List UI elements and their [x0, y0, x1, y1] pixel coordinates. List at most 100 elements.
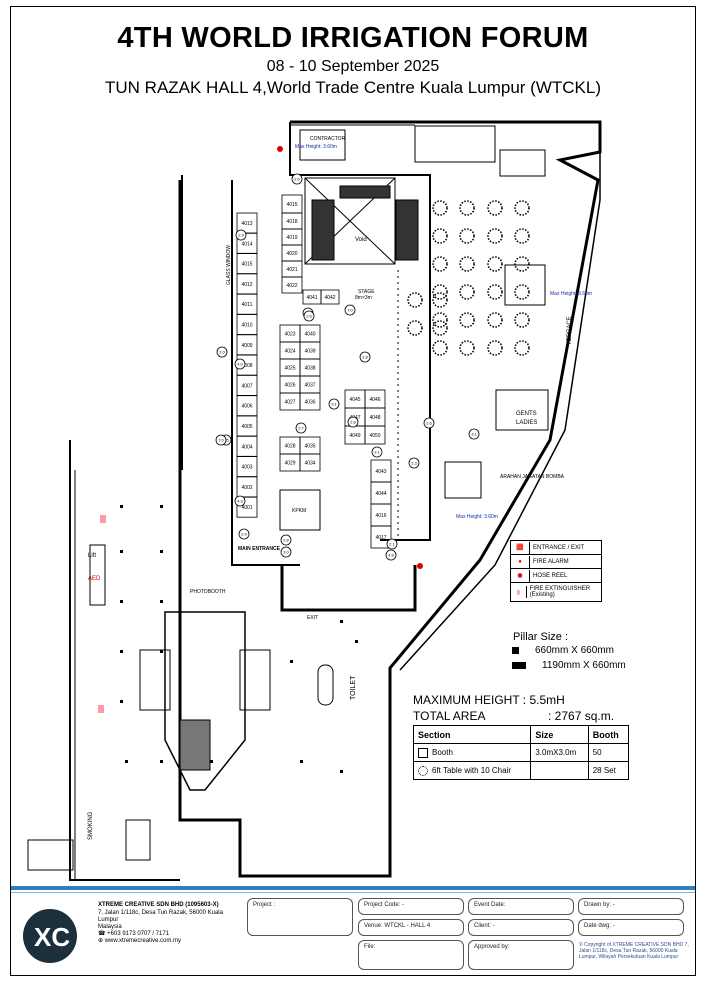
booth	[281, 276, 303, 294]
booth	[236, 496, 258, 518]
round-table	[432, 284, 448, 300]
pillar	[340, 620, 343, 623]
pillar-height: 3.1	[374, 450, 380, 455]
booth-number: 4029	[284, 461, 295, 467]
footer-divider-thin	[11, 892, 695, 893]
booth-number: 4003	[241, 465, 252, 471]
booth-number: 4010	[241, 323, 252, 329]
booth-number: 4027	[284, 400, 295, 406]
booth-number: 4005	[241, 424, 252, 430]
round-table	[459, 284, 475, 300]
booth-number: 4046	[369, 397, 380, 403]
pillar-marker	[303, 310, 315, 322]
pillar-height: 2.4	[241, 532, 247, 537]
fire-alarm-icon: ●	[511, 555, 530, 568]
smoking-label: SMOKING	[88, 811, 94, 840]
size-header: Size	[530, 725, 589, 744]
table-row: Booth 3.0mX3.0m 50	[412, 743, 630, 762]
file-box: File:	[358, 940, 464, 970]
round-table	[514, 200, 530, 216]
booth-number: 4036	[304, 400, 315, 406]
terrace-label: TERRACE	[567, 316, 573, 345]
max-height: MAXIMUM HEIGHT : 5.5mH	[413, 693, 565, 707]
booth	[299, 392, 321, 411]
project-box: Project :	[247, 898, 353, 936]
round-table	[514, 340, 530, 356]
booth-number: 4050	[369, 433, 380, 439]
stage-label: STAGE	[358, 289, 375, 295]
pillar-height: 2.6	[426, 421, 432, 426]
booth-number: 4034	[304, 461, 315, 467]
booth-number: 4007	[241, 383, 252, 389]
booth-number: 4001	[241, 505, 252, 511]
footer-divider	[11, 886, 695, 890]
round-table	[459, 200, 475, 216]
drawing-frame	[10, 6, 696, 976]
booth-number: 4039	[304, 349, 315, 355]
round-table	[459, 340, 475, 356]
pillar-marker	[468, 428, 480, 440]
max-height-2: Max Height: 3.60m	[550, 291, 592, 297]
booth-number: 4038	[304, 366, 315, 372]
legend-item: ◉HOSE REEL	[511, 569, 601, 583]
booth-number: 4049	[349, 433, 360, 439]
pillar-marker	[280, 546, 292, 558]
pillar-height: 2.7	[298, 426, 304, 431]
booth-number: 4018	[286, 219, 297, 225]
pillar-marker	[359, 351, 371, 363]
section-table: Section Size Booth Booth 3.0mX3.0m 50 6f…	[412, 725, 630, 780]
ladies-label: LADIES	[516, 420, 537, 426]
pillar-marker	[385, 549, 397, 561]
approved-box: Approved by:	[468, 940, 574, 970]
date-dwg-box: Date dwg: -	[578, 919, 684, 936]
booth-number: 4008	[241, 363, 252, 369]
booth-number: 4040	[304, 332, 315, 338]
booth	[299, 453, 321, 472]
round-table	[487, 284, 503, 300]
legend-item: ▮FIRE EXTINGUISHER (Existing)	[511, 583, 601, 601]
max-height-1: Max Height: 3.60m	[295, 144, 337, 150]
booth-number: 4023	[284, 332, 295, 338]
booth-number: 4044	[375, 491, 386, 497]
fire-extinguisher-icon	[100, 515, 106, 523]
pillar-height: 2.1	[389, 542, 395, 547]
booth-number: 4043	[375, 469, 386, 475]
pillar	[120, 700, 123, 703]
pillar	[355, 640, 358, 643]
pillar-marker	[408, 457, 420, 469]
booth-icon	[418, 747, 428, 758]
round-table	[487, 312, 503, 328]
round-table	[514, 284, 530, 300]
booth-number: 4017	[375, 535, 386, 541]
legend-item: 🟥ENTRANCE / EXIT	[511, 541, 601, 555]
round-table	[459, 256, 475, 272]
pillar-height: 3.0	[283, 550, 289, 555]
aed-label: AED	[88, 576, 101, 582]
booth-number: 4012	[241, 282, 252, 288]
booth-number: 4015	[241, 262, 252, 268]
round-table	[487, 256, 503, 272]
booth-header: Booth	[587, 725, 630, 744]
pillar	[300, 760, 303, 763]
client-box: Client: -	[468, 919, 574, 936]
round-table	[432, 340, 448, 356]
event-venue: TUN RAZAK HALL 4,World Trade Centre Kual…	[105, 78, 601, 97]
total-area-label: TOTAL AREA	[413, 709, 486, 723]
arahan-label: ARAHAN JAGATAN BOMBA	[500, 474, 565, 480]
booth-number: 4028	[284, 444, 295, 450]
booth-number: 4014	[241, 241, 252, 247]
pillar-marker	[386, 538, 398, 550]
fire-alarm-icon	[417, 563, 423, 569]
pillar-marker	[280, 534, 292, 546]
copyright: © Copyright of XTREME CREATIVE SDN BHD 7…	[579, 942, 689, 960]
pillar	[160, 550, 163, 553]
pillar-height: 2.6	[306, 314, 312, 319]
round-table	[407, 292, 423, 308]
pillar-marker	[291, 173, 303, 185]
round-table	[459, 228, 475, 244]
booth-number: 4006	[241, 404, 252, 410]
booth-number: 4021	[286, 267, 297, 273]
pillar-marker	[295, 422, 307, 434]
booth-number: 4013	[241, 221, 252, 227]
